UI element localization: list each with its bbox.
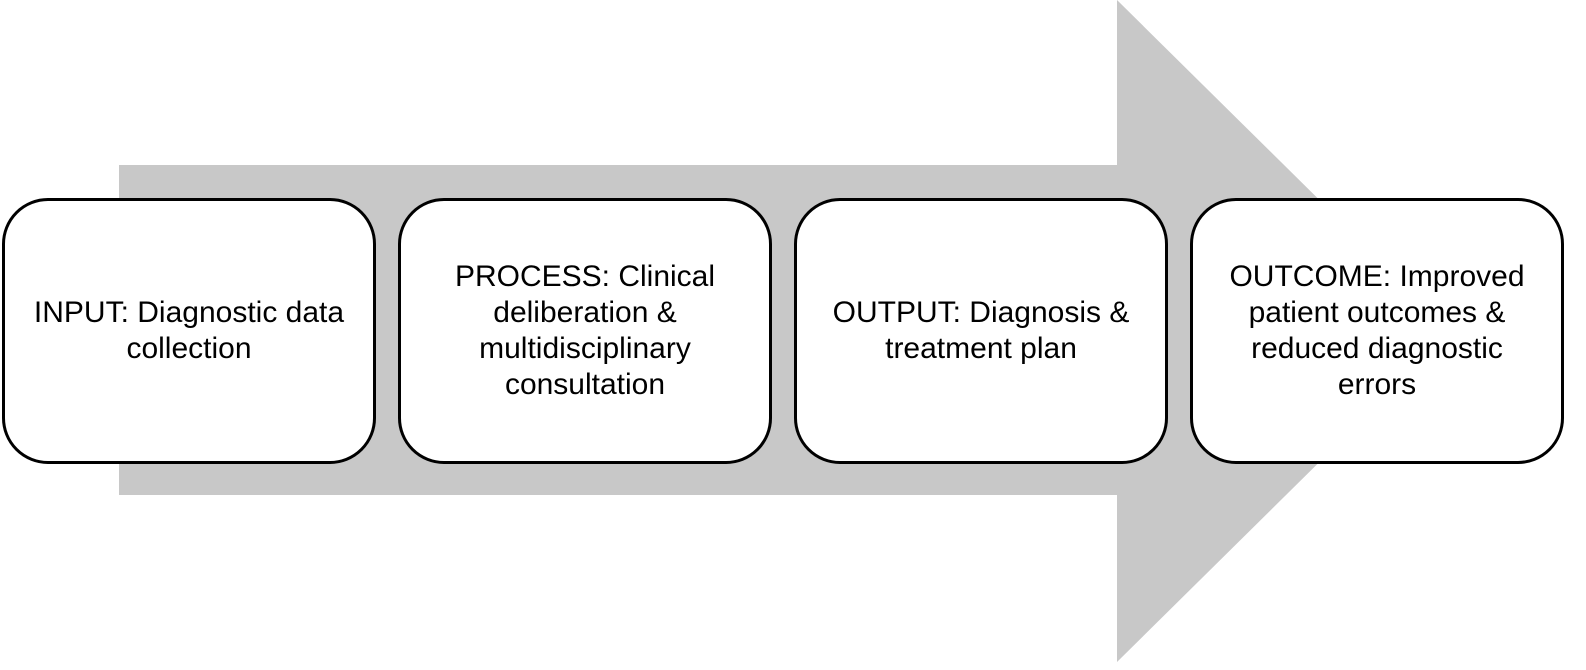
- step-process-label: PROCESS: Clinical deliberation & multidi…: [454, 260, 716, 401]
- step-outcome-box: OUTCOME: Improved patient outcomes & red…: [1190, 198, 1564, 464]
- step-process-box: PROCESS: Clinical deliberation & multidi…: [398, 198, 772, 464]
- step-input-box: INPUT: Diagnostic data collection: [2, 198, 376, 464]
- step-output-label: OUTPUT: Diagnosis & treatment plan: [832, 296, 1130, 365]
- step-input-label: INPUT: Diagnostic data collection: [33, 296, 345, 365]
- step-output-box: OUTPUT: Diagnosis & treatment plan: [794, 198, 1168, 464]
- step-outcome-label: OUTCOME: Improved patient outcomes & red…: [1229, 260, 1525, 401]
- arrow-shape: [119, 0, 1452, 662]
